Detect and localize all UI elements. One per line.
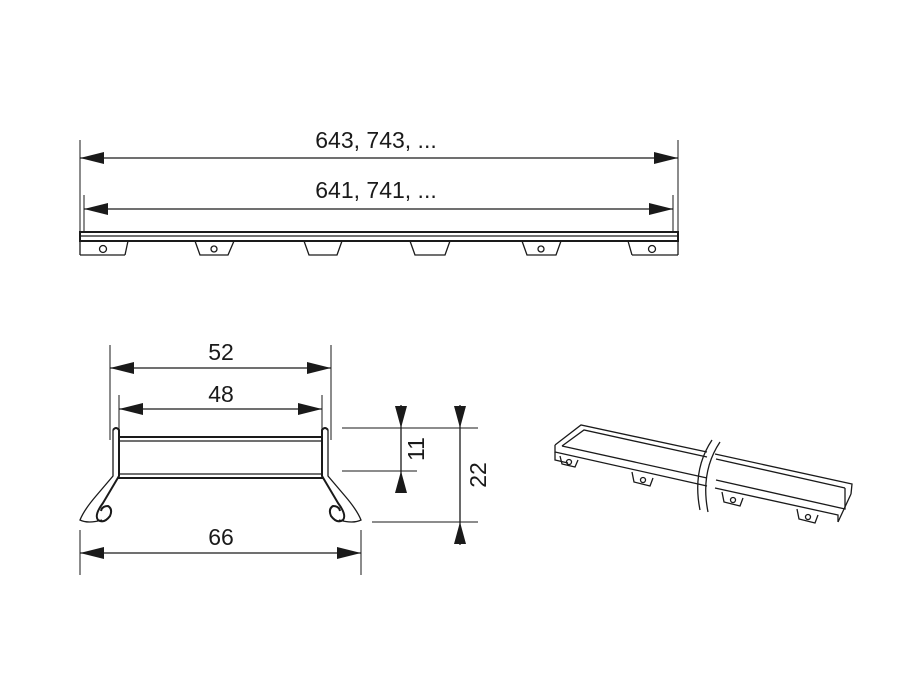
mounting-hole xyxy=(98,244,108,254)
dimension-label-bottom-width: 66 xyxy=(208,524,234,550)
dimension-label-overall-length: 643, 743, ... xyxy=(315,127,436,153)
mounting-tab xyxy=(194,240,235,256)
top-profile-view: 643, 743, ... 641, 741, ... xyxy=(79,127,679,256)
dimension-total-height: 22 xyxy=(454,405,491,545)
mounting-tab xyxy=(631,471,654,487)
dimension-inner-height: 11 xyxy=(395,405,429,493)
mounting-hole xyxy=(647,244,657,254)
dimension-top-inner-width: 48 xyxy=(119,381,322,415)
cross-section-view: 52 48 66 xyxy=(79,339,491,575)
profile-cross-section xyxy=(79,427,362,523)
mounting-tab xyxy=(796,508,819,524)
dimension-label-top-inner-width: 48 xyxy=(208,381,234,407)
dimension-inner-length: 641, 741, ... xyxy=(84,177,673,215)
isometric-view xyxy=(554,424,853,524)
break-symbol xyxy=(697,439,721,513)
dimension-label-inner-length: 641, 741, ... xyxy=(315,177,436,203)
dimension-overall-length: 643, 743, ... xyxy=(80,127,678,164)
mounting-tab xyxy=(721,491,744,507)
dimension-label-top-outer-width: 52 xyxy=(208,339,234,365)
mounting-tab xyxy=(303,240,343,256)
dimension-label-total-height: 22 xyxy=(465,462,491,488)
profile-bar xyxy=(79,231,679,256)
mounting-tab xyxy=(409,240,451,256)
dimension-top-outer-width: 52 xyxy=(110,339,331,374)
dimension-bottom-width: 66 xyxy=(80,524,361,559)
dimension-label-inner-height: 11 xyxy=(403,437,429,461)
mounting-tab xyxy=(559,455,579,468)
mounting-tab xyxy=(521,240,562,256)
